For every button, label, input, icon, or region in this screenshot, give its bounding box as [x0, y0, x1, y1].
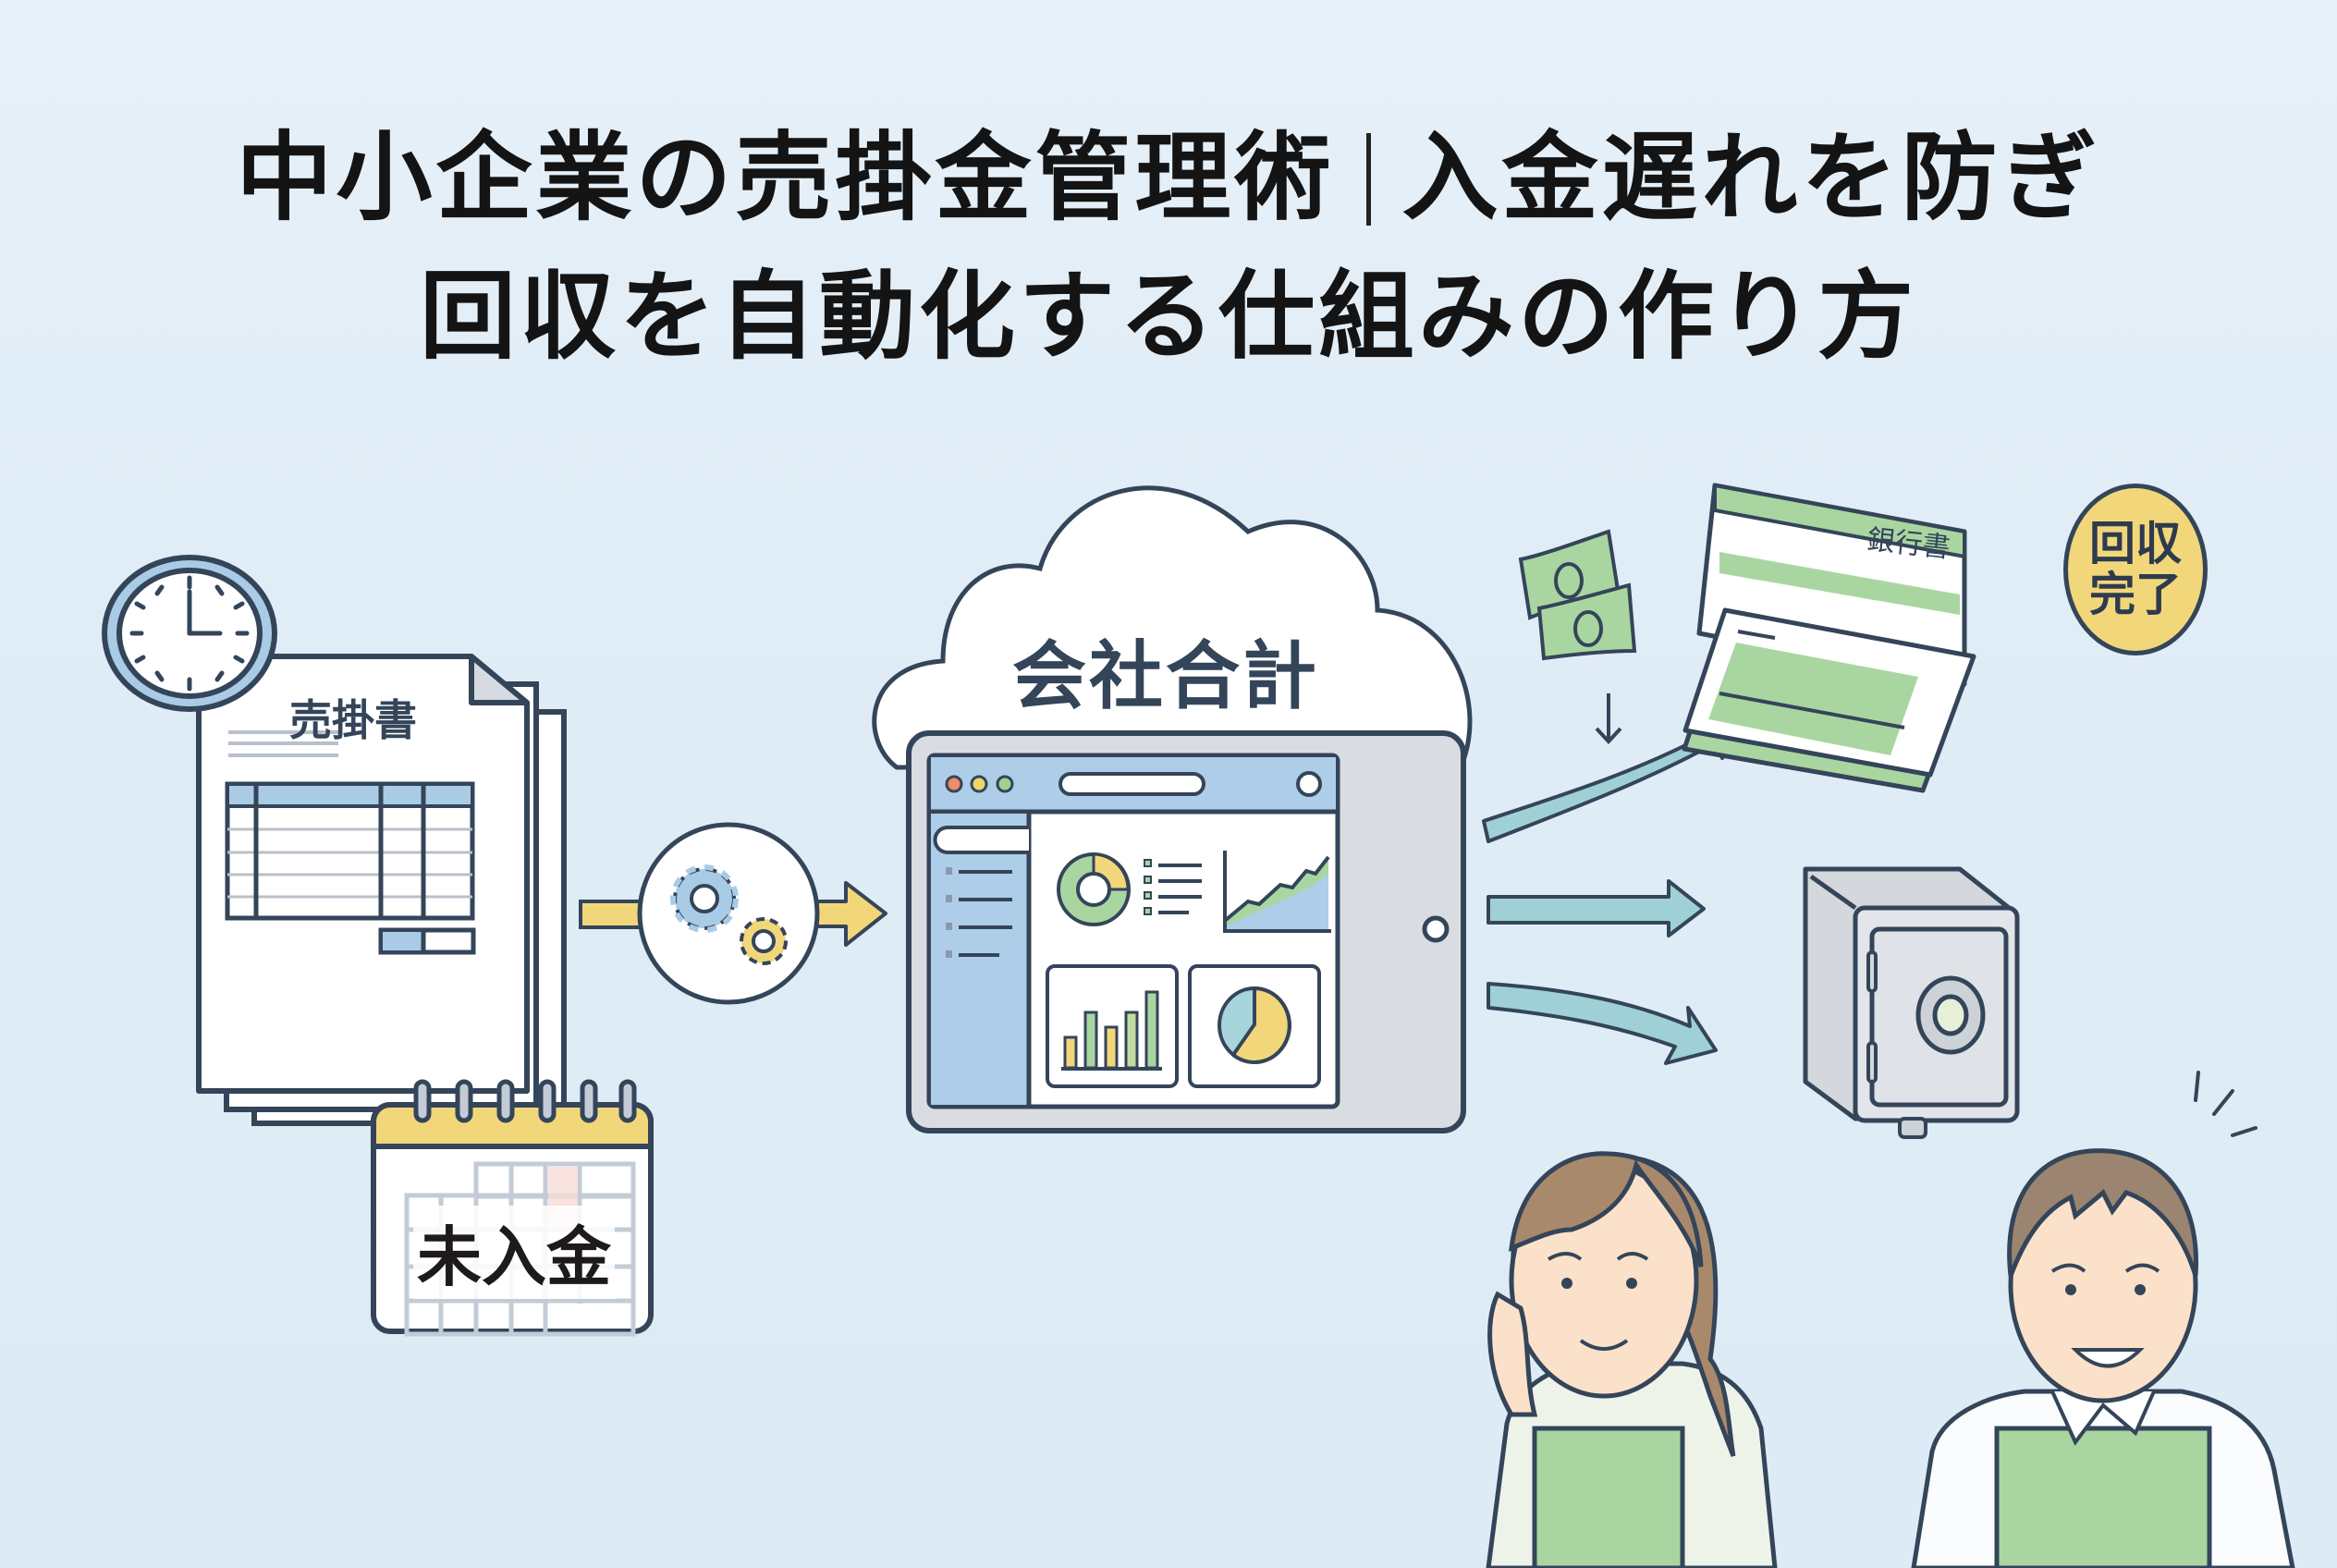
collection-complete-badge: 回収 完了 [2063, 484, 2208, 655]
title-separator [1365, 132, 1371, 226]
badge-line-1: 回収 [2089, 517, 2182, 570]
safe-icon [1803, 866, 2020, 1139]
cloud-accounting-label: 会社合計 [1012, 633, 1319, 719]
money-bills-icon [1518, 529, 1637, 744]
invoice-document-icon [196, 654, 567, 1126]
clock-icon [102, 555, 277, 712]
invoice-label: 売掛書 [289, 695, 417, 745]
woman-character [1486, 1151, 1778, 1568]
automation-gears-icon [579, 822, 887, 1005]
bankbook-icon [1682, 483, 1976, 793]
dashboard-tablet [906, 730, 1466, 1133]
page-title-line-2: 回収を自動化する仕組みの作り方 [419, 260, 1917, 373]
title-part-2: 入金遅れを防ぎ [1401, 121, 2101, 234]
badge-line-2: 完了 [2089, 568, 2182, 621]
page-title-line-1: 中小企業の売掛金管理術入金遅れを防ぎ [0, 129, 2337, 231]
man-character [1911, 1071, 2295, 1568]
cloud-icon [872, 485, 1473, 770]
title-part-1: 中小企業の売掛金管理術 [236, 121, 1335, 234]
bankbook-label: 銀行書 [1866, 523, 1952, 565]
unpaid-label: 未入金 [413, 1206, 615, 1299]
